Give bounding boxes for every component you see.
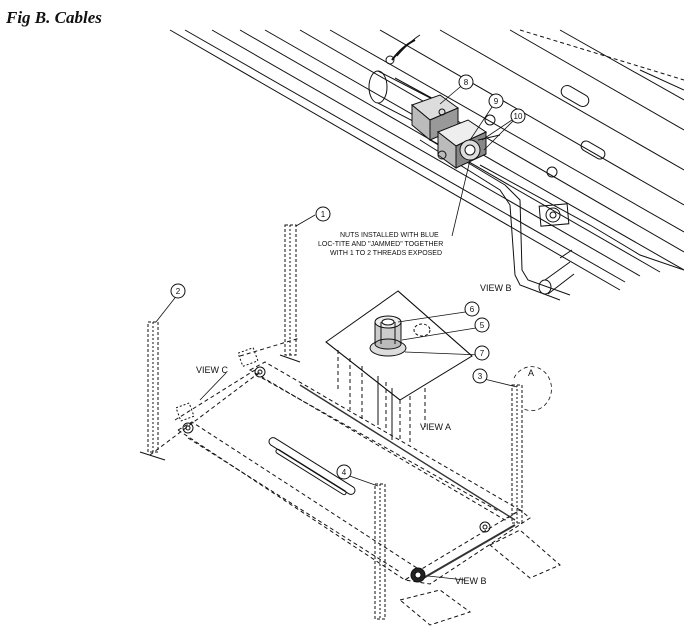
callout-9: 9	[488, 93, 504, 109]
callout-9-label: 9	[494, 97, 499, 106]
callout-4-label: 4	[342, 468, 347, 477]
callout-5: 5	[474, 317, 490, 333]
view-a-marker: A	[528, 368, 534, 378]
lift-frame	[139, 224, 561, 626]
figure-title: Fig B. Cables	[6, 8, 102, 27]
view-b-top-label: VIEW B	[480, 283, 512, 293]
callout-1-label: 1	[321, 210, 326, 219]
callout-7: 7	[474, 345, 490, 361]
view-a-label: VIEW A	[420, 422, 451, 432]
callout-8-label: 8	[464, 78, 469, 87]
callout-3: 3	[472, 368, 488, 384]
callout-2: 2	[170, 283, 186, 299]
note-line-2: LOC-TITE AND "JAMMED" TOGETHER	[318, 241, 443, 248]
callout-4: 4	[336, 464, 352, 480]
bearing-block	[325, 290, 473, 445]
note-line-1: NUTS INSTALLED WITH BLUE	[340, 232, 439, 239]
callout-6-label: 6	[470, 305, 475, 314]
callout-10-label: 10	[514, 112, 523, 121]
callout-10: 10	[510, 108, 526, 124]
text-labels: NUTS INSTALLED WITH BLUE LOC-TITE AND "J…	[196, 232, 534, 586]
callout-5-label: 5	[480, 321, 485, 330]
callout-1: 1	[315, 206, 331, 222]
callout-6: 6	[464, 301, 480, 317]
rail-detail	[169, 29, 684, 301]
leader-lines	[155, 81, 552, 581]
view-b-bottom-label: VIEW B	[455, 576, 487, 586]
callout-8: 8	[458, 74, 474, 90]
callout-2-label: 2	[176, 287, 181, 296]
callout-3-label: 3	[478, 372, 483, 381]
callouts: 8 9 10 1 2 6 5 7 3 4	[170, 74, 526, 480]
note-line-3: WITH 1 TO 2 THREADS EXPOSED	[330, 250, 442, 257]
view-c-label: VIEW C	[196, 365, 229, 375]
callout-7-label: 7	[480, 349, 485, 358]
